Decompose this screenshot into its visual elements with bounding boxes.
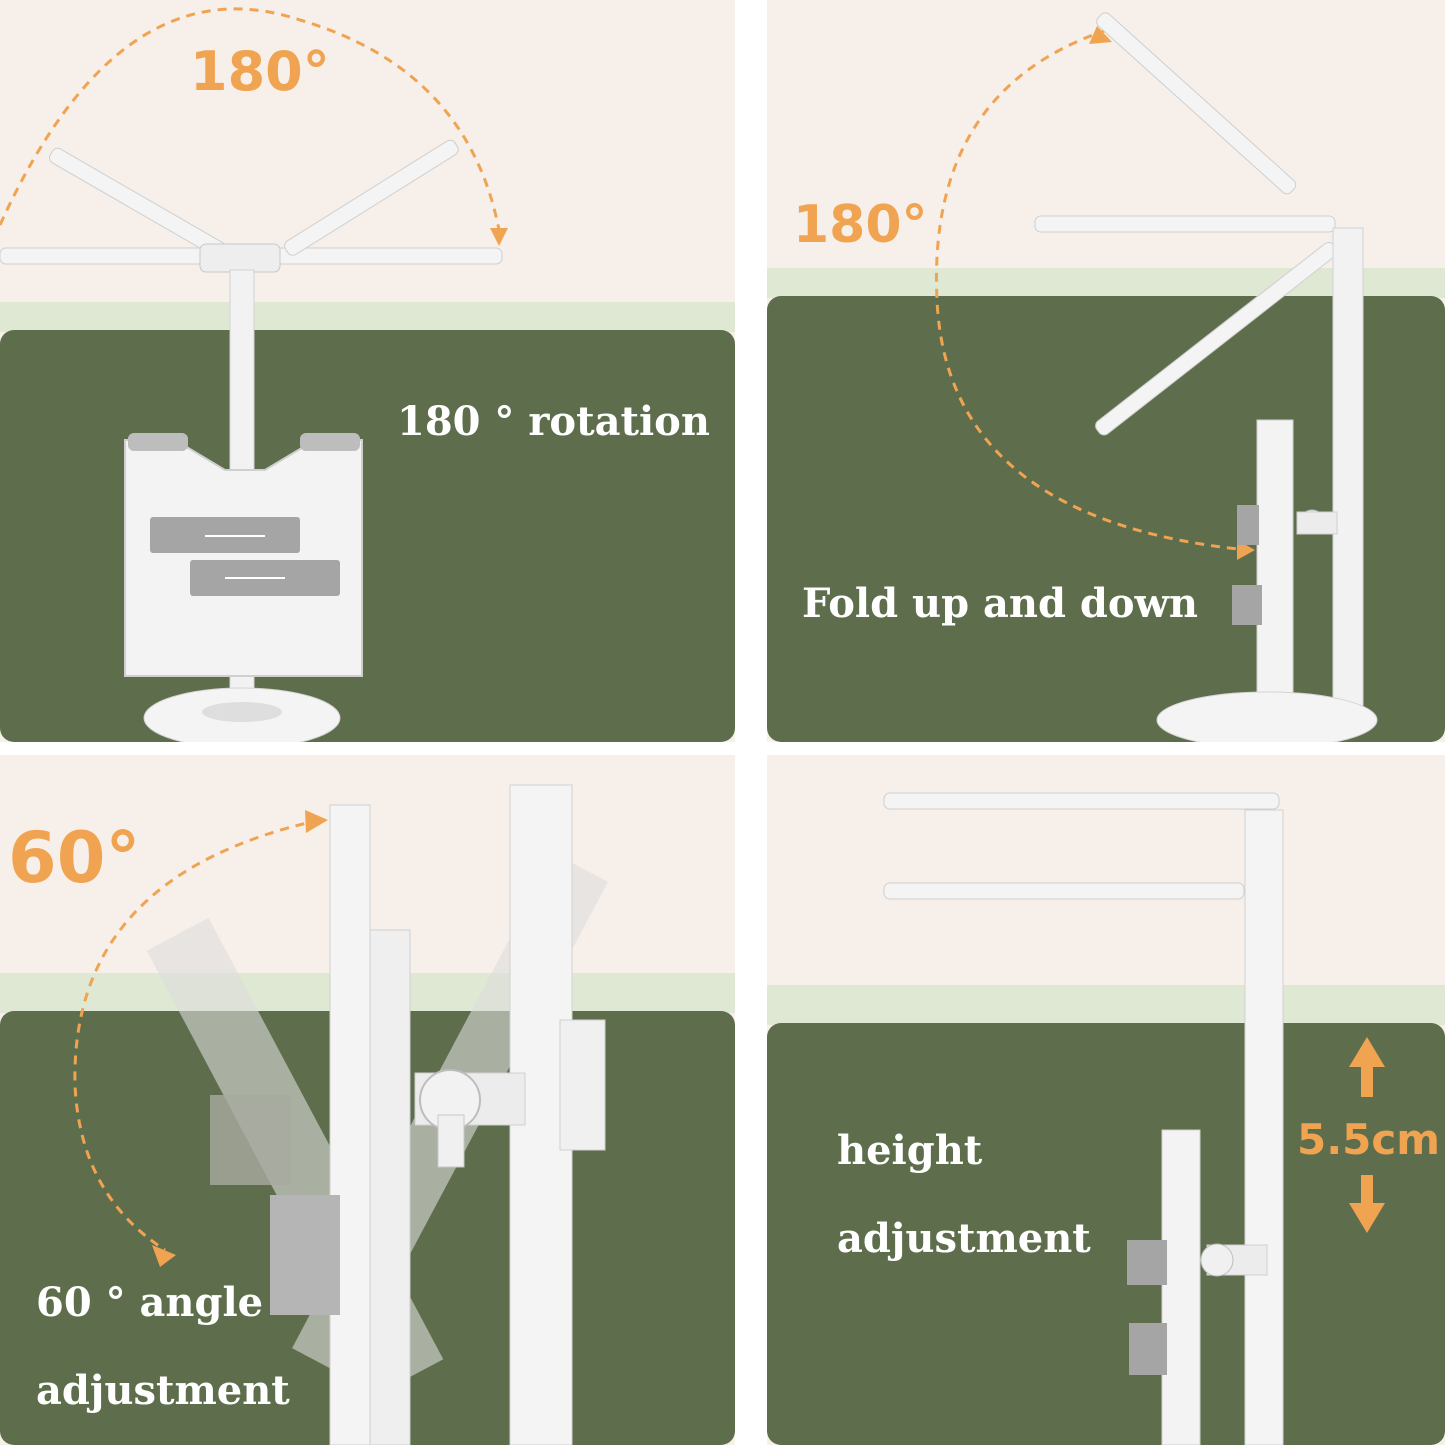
base-hole [202, 702, 282, 722]
arc-arrowhead-top [1089, 26, 1112, 44]
holder-clip-lower [1232, 585, 1262, 625]
holder-clip-ghost [210, 1095, 290, 1185]
arc-arrowhead-bottom [152, 1245, 176, 1267]
lamp-base [1156, 691, 1378, 742]
lamp-pole [1332, 227, 1364, 709]
angle-caption-line2: adjustment [36, 1367, 290, 1414]
height-caption-line1: height [837, 1127, 983, 1174]
lamp-pole [1244, 809, 1284, 1445]
lamp-hub [199, 243, 281, 273]
rotation-caption: 180 ° rotation [397, 398, 710, 445]
holder-clip-upper [1127, 1240, 1167, 1285]
desk-edge [0, 302, 735, 332]
tablet-holder [329, 804, 371, 1445]
angle-degree-label: 60° [8, 817, 141, 899]
lamp-arm-upper-left [49, 147, 227, 259]
fold-arc [934, 28, 1248, 552]
holder-hinge-left [128, 433, 188, 451]
lamp-arm-left [0, 247, 231, 265]
height-caption-line2: adjustment [837, 1215, 1091, 1262]
holder-clip-upper [1237, 505, 1259, 545]
holder-back [369, 929, 411, 1445]
panel-angle: 60° 60 ° angle adjustment [0, 755, 735, 1445]
rotation-illustration [0, 7, 735, 742]
panel-rotation: 180° 180 ° rotation [0, 0, 735, 742]
lamp-arm-raised [883, 792, 1280, 810]
arc-arrowhead-top [305, 810, 328, 833]
desk-edge [767, 268, 1445, 298]
fold-caption: Fold up and down [802, 580, 1199, 627]
tablet-holder-side [1161, 1129, 1201, 1445]
holder-bracket [1296, 511, 1338, 535]
angle-arc [73, 818, 321, 1252]
pole-clamp [559, 1019, 606, 1151]
height-knob [1200, 1243, 1234, 1277]
tablet-holder [124, 439, 363, 677]
arrow-down-icon [1349, 1175, 1385, 1233]
panel-fold: 180° Fold up and down [767, 0, 1445, 742]
lamp-arm-upper-right [284, 139, 459, 256]
lamp-arm-horizontal [1034, 215, 1336, 233]
lamp-arm-lowered [883, 882, 1245, 900]
holder-clip [270, 1195, 340, 1315]
holder-hinge-right [300, 433, 360, 451]
fold-degree-label: 180° [793, 195, 928, 255]
holder-clip-lower [1129, 1323, 1167, 1375]
rotation-degree-label: 180° [190, 40, 330, 103]
tablet-holder-side [1256, 419, 1294, 701]
rotation-arc [0, 7, 502, 236]
height-measure-label: 5.5cm [1297, 1115, 1441, 1164]
lamp-arm-raised [1096, 12, 1297, 195]
desk-edge [767, 985, 1445, 1025]
arc-arrowhead [490, 228, 508, 246]
knob-handle [437, 1114, 465, 1168]
arrow-up-icon [1349, 1037, 1385, 1097]
angle-caption-line1: 60 ° angle [36, 1279, 264, 1326]
fold-illustration [767, 12, 1445, 742]
height-illustration [767, 792, 1445, 1445]
panel-height: 5.5cm height adjustment [767, 755, 1445, 1445]
lamp-arm-right [269, 247, 503, 265]
desk-surface [0, 330, 735, 742]
angle-illustration [0, 784, 735, 1445]
